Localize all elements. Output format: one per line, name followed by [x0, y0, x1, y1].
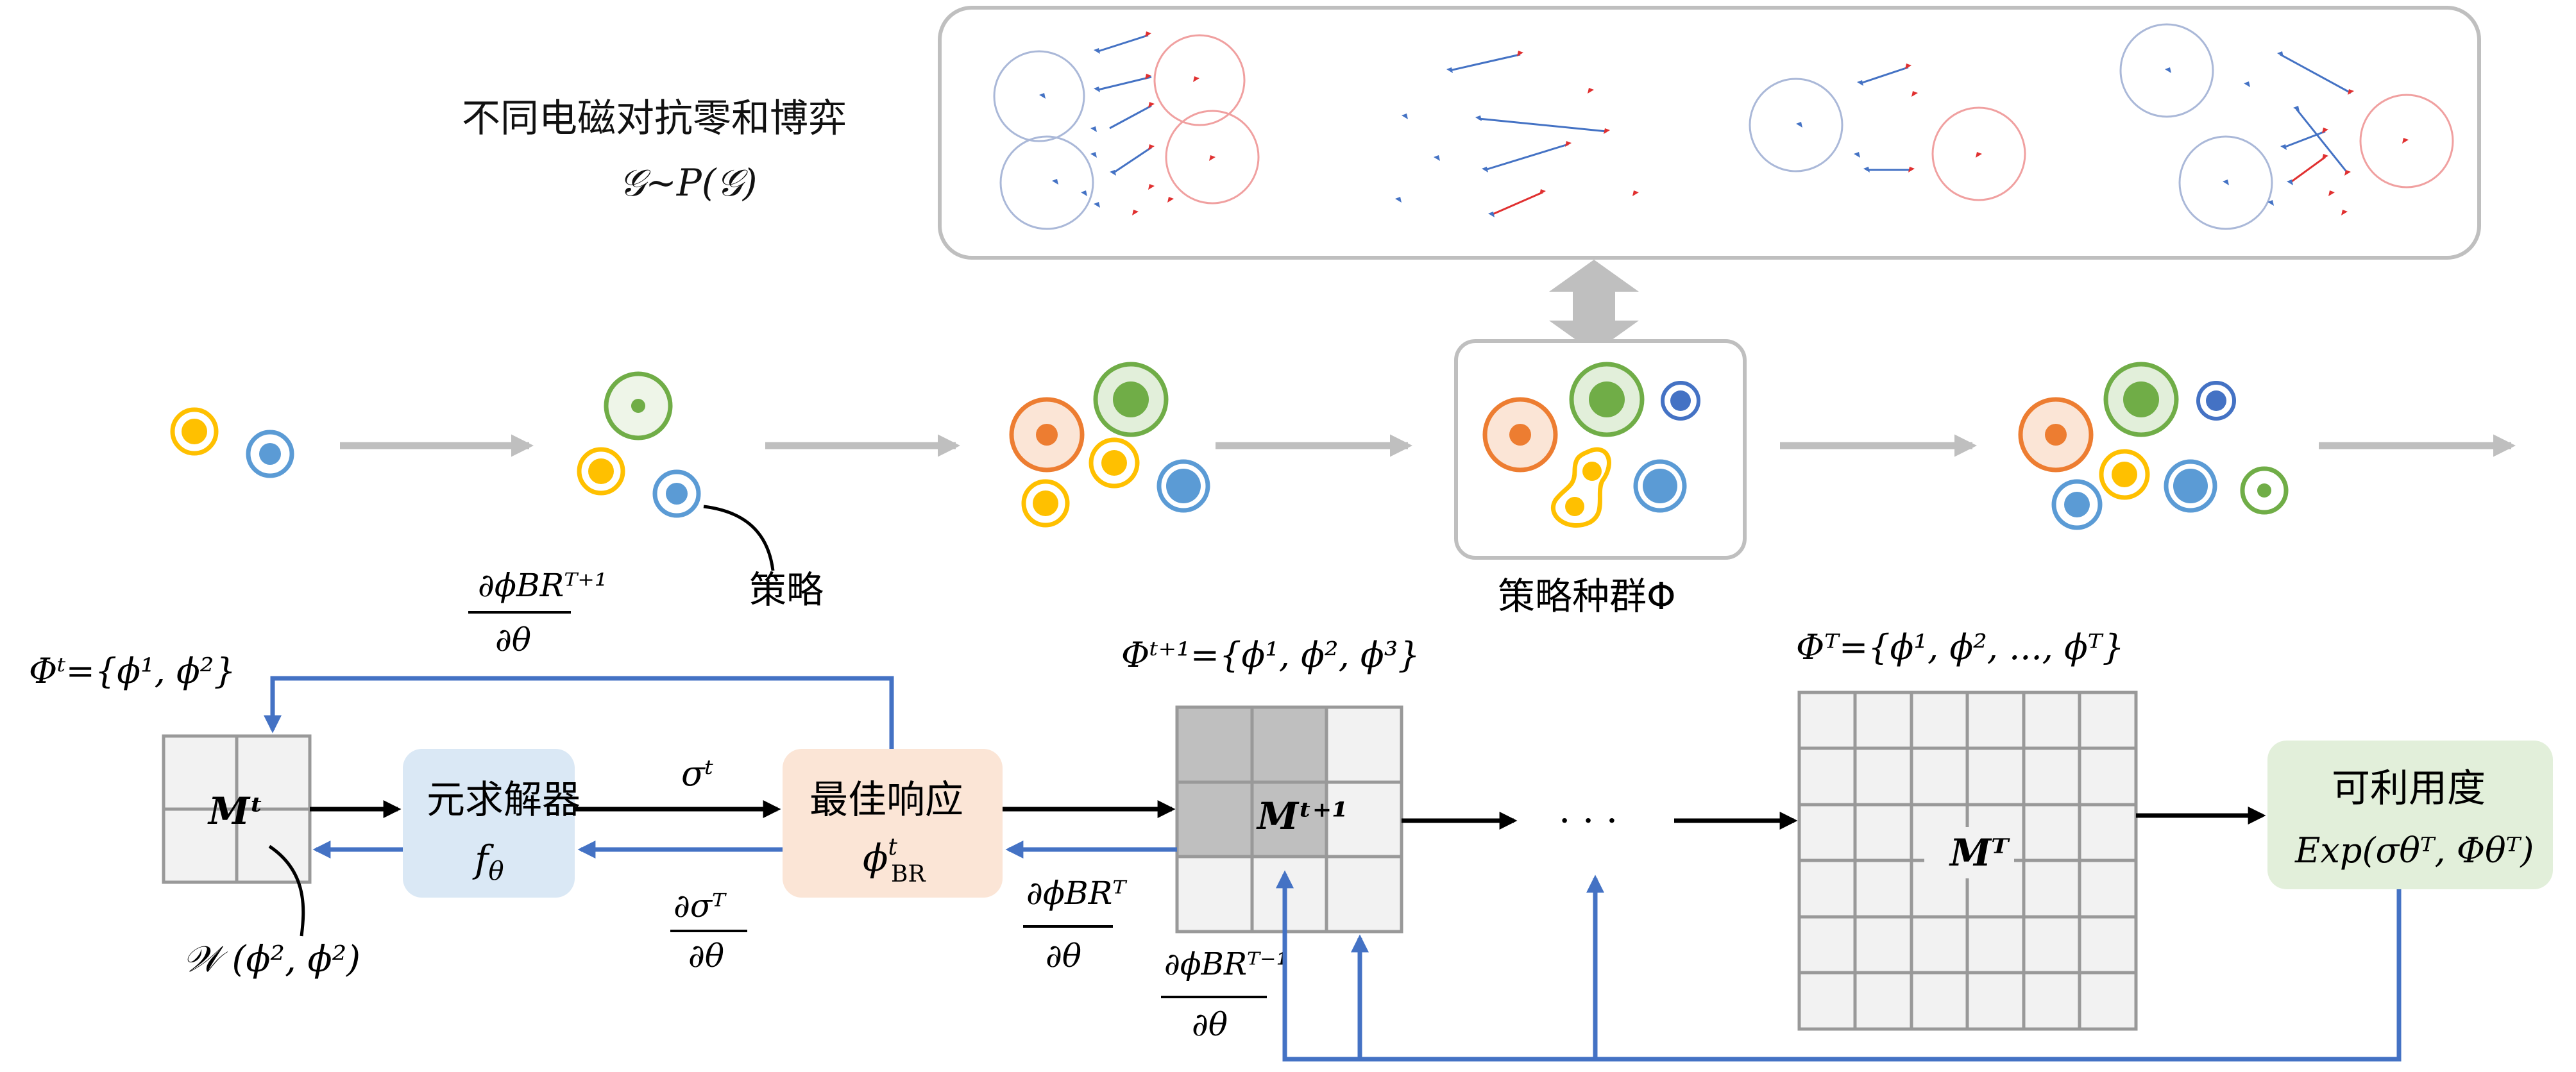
meta-solver-box	[403, 749, 575, 898]
w-pointer-line	[268, 844, 305, 937]
svg-text:𝒢~P(𝒢): 𝒢~P(𝒢)	[619, 161, 757, 205]
link-double-arrow	[1549, 260, 1639, 353]
games-panel	[938, 6, 2481, 260]
svg-text:Mᵗ⁺¹: Mᵗ⁺¹	[1256, 794, 1348, 838]
matrix-m-t: Mᵗ	[162, 734, 312, 884]
sigma-t-label: σᵗ	[681, 753, 713, 794]
grad-loop-bottom	[1276, 870, 2402, 1062]
set-phi-t1: Φᵗ⁺¹={ϕ¹, ϕ², ϕ³}	[1121, 635, 1420, 675]
game-scenario-2	[1395, 51, 1639, 217]
set-phi-T: Φᵀ={ϕ¹, ϕ², ..., ϕᵀ}	[1796, 627, 2124, 667]
game-scenario-3	[1749, 63, 2026, 201]
population-label: 策略种群Φ	[1498, 574, 1676, 618]
gradient-sigma-den: ∂θ	[688, 937, 724, 975]
gradient-sigma-num: ∂σᵀ	[674, 887, 727, 925]
grad-loop-top	[264, 676, 894, 749]
gradient-brm1-num: ∂ϕBRᵀ⁻¹	[1164, 946, 1289, 982]
svg-text:Mᵗ: Mᵗ	[207, 789, 264, 833]
strategies-stage-1	[170, 407, 294, 478]
meta-solver-title: 元求解器	[427, 778, 580, 823]
gradient-br-den: ∂θ	[1046, 937, 1081, 975]
exploitability-box	[2267, 741, 2553, 889]
games-title: 不同电磁对抗零和博弈	[462, 96, 847, 141]
ellipsis: · · ·	[1559, 799, 1618, 842]
set-phi-t: Φᵗ={ϕ¹, ϕ²}	[29, 651, 236, 691]
game-scenario-4	[2119, 23, 2454, 230]
gradient-br-num: ∂ϕBRᵀ	[1026, 875, 1127, 912]
best-response-box	[783, 749, 1003, 898]
strategies-stage-2	[577, 371, 701, 518]
svg-text:Mᵀ: Mᵀ	[1949, 831, 2010, 875]
games-formula: 𝒢~P(𝒢)	[619, 161, 757, 205]
gradient-top-den: ∂θ	[495, 621, 531, 658]
strategy-pointer-line	[703, 505, 775, 571]
svg-text:不同电磁对抗零和博弈: 不同电磁对抗零和博弈	[462, 96, 847, 141]
exploitability-formula: Exp(σθᵀ, Φθᵀ)	[2294, 830, 2534, 871]
game-scenario-1	[993, 31, 1260, 230]
strategies-stage-3	[1009, 362, 1210, 528]
matrix-m-T: Mᵀ	[1797, 691, 2138, 1031]
best-response-title: 最佳响应	[809, 778, 963, 823]
exploitability-title: 可利用度	[2332, 766, 2486, 811]
gradient-top-num: ∂ϕBRᵀ⁺¹	[478, 567, 607, 604]
matrix-m-t1: Mᵗ⁺¹	[1175, 705, 1403, 934]
w-label: 𝒲 (ϕ², ϕ²)	[183, 939, 360, 980]
meta-solver-fn: fθ	[472, 837, 504, 886]
strategy-label: 策略	[749, 568, 824, 612]
gradient-brm1-den: ∂θ	[1192, 1006, 1228, 1043]
strategies-stage-5	[2018, 362, 2289, 530]
strategies-stage-4	[1482, 362, 1700, 528]
